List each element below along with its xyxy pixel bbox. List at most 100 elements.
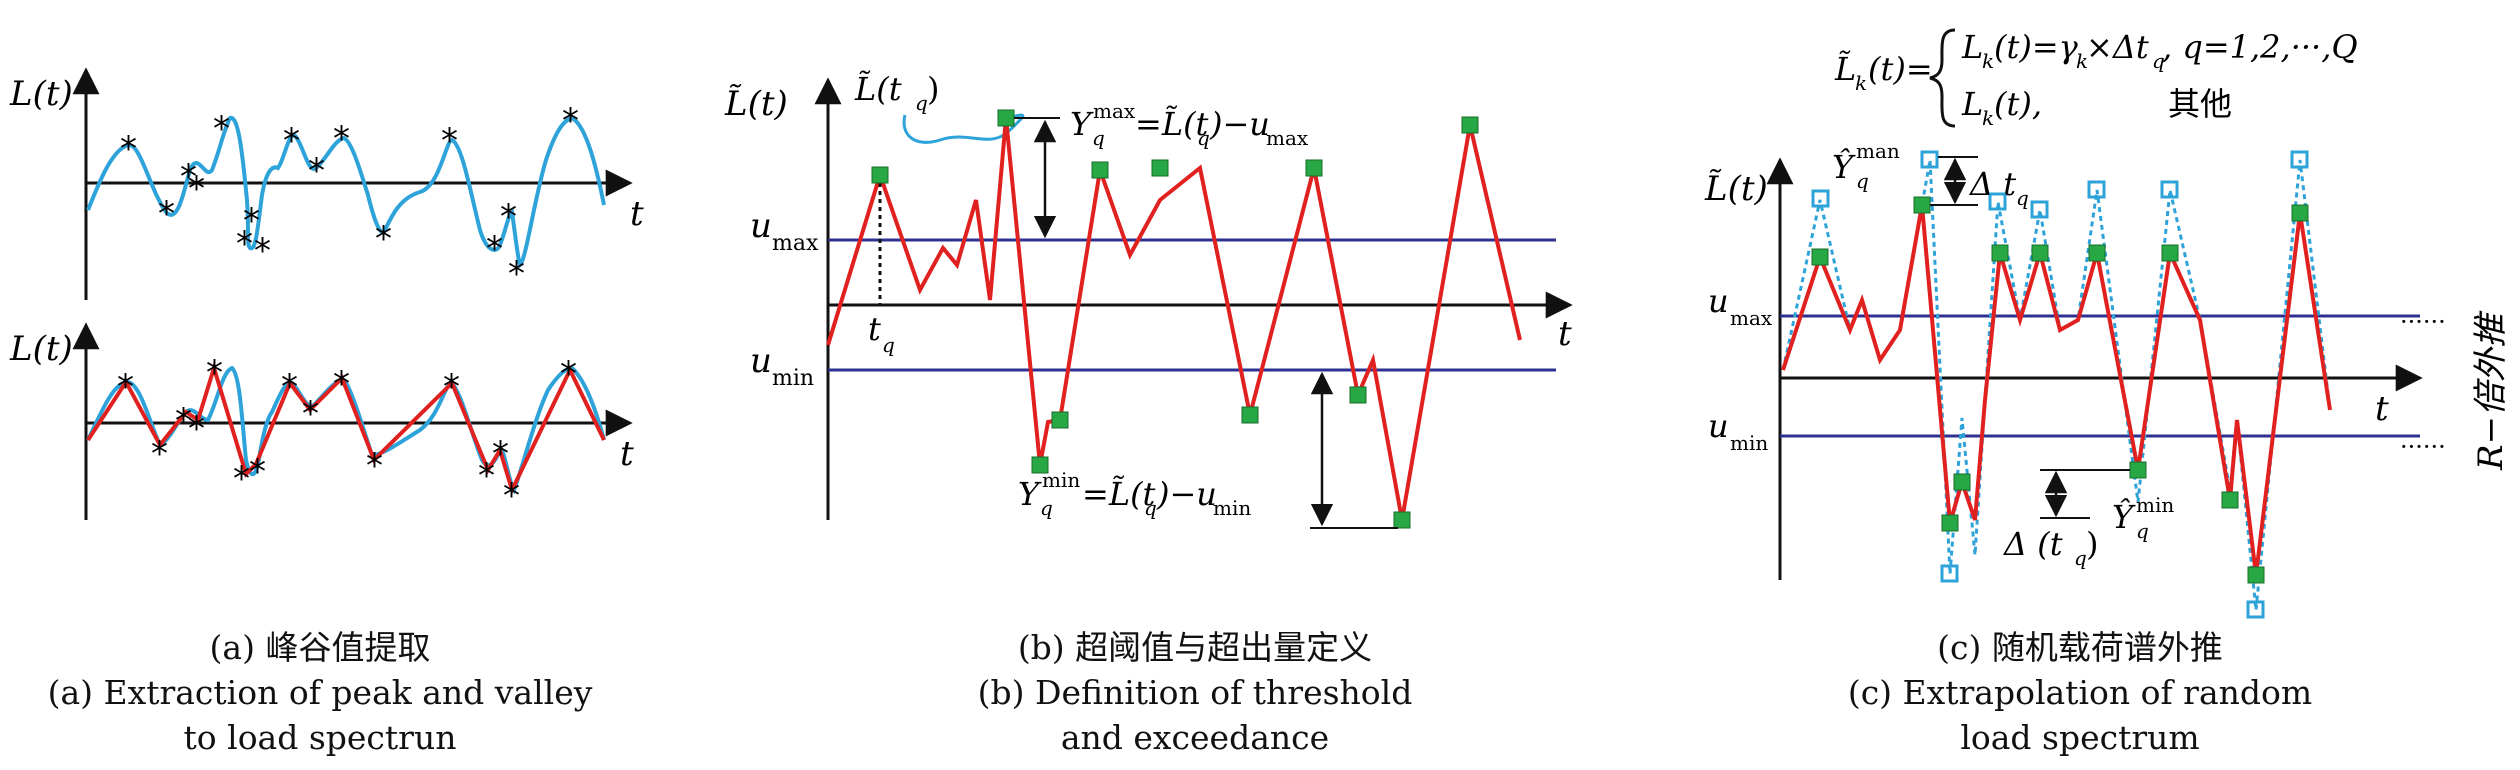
panel-c-yhat-max-sup: man [1856, 139, 1900, 163]
panel-b-ltq-close: ) [927, 70, 939, 108]
star-marker: * [478, 456, 495, 496]
marker-square [2221, 491, 2239, 509]
star-marker: * [283, 121, 300, 161]
panel-b-ymax-y: Y [1070, 105, 1094, 143]
panel-c-red-load-line [1781, 204, 2332, 576]
star-marker: * [308, 151, 325, 191]
star-marker: * [213, 109, 230, 149]
panel-c-eq-other: 其他 [2168, 85, 2232, 123]
panel-c-r-extrapolation: R−倍外推 [2471, 310, 2511, 471]
panel-c-yhat-min-sup: min [2136, 493, 2174, 517]
marker-square [2031, 244, 2049, 262]
panel-b-ymax-q: q [1092, 126, 1105, 150]
marker-open-square [2030, 200, 2049, 219]
marker-square [1349, 386, 1367, 404]
star-marker: * [158, 194, 175, 234]
panel-b-umin-label: u [750, 341, 772, 381]
star-marker: * [492, 434, 509, 474]
panel-c-umin-sub: min [1730, 431, 1768, 455]
marker-square [1051, 411, 1069, 429]
star-marker: * [500, 197, 517, 237]
panel-b-ymax-rhs-sub: max [1266, 126, 1309, 150]
panel-a-caption: (a) 峰谷值提取 (a) Extraction of peak and val… [0, 625, 670, 760]
star-marker: * [188, 169, 205, 209]
panel-c-eq-line2b: (t), [1994, 85, 2042, 123]
panel-c-eq-brace [1929, 28, 1956, 128]
star-marker: * [254, 231, 271, 271]
panel-c-dots-top: ······ [2400, 308, 2446, 336]
panel-c-caption-en-1: (c) Extrapolation of random [1847, 673, 2313, 712]
panel-c-eq-line2: L [1961, 85, 1983, 123]
star-marker: * [302, 394, 319, 434]
marker-square [997, 109, 1015, 127]
panel-c-delta-paren-close: ) [2086, 525, 2098, 563]
marker-square [2088, 244, 2106, 262]
marker-square [1991, 244, 2009, 262]
star-marker: * [233, 459, 250, 499]
panel-b-red-load-line [826, 117, 1522, 521]
star-marker: * [249, 452, 266, 492]
marker-open-square [1920, 150, 1939, 169]
panel-a-caption-en-1: (a) Extraction of peak and valley [47, 673, 593, 712]
panel-b-ymin-rhs2: )−u [1156, 475, 1217, 513]
panel-b-ymin-sup: min [1042, 468, 1080, 492]
star-marker: * [560, 354, 577, 394]
panel-b-ymin-rhs-q: q [1144, 496, 1157, 520]
marker-open-square [2160, 180, 2179, 199]
panel-b-caption-cn: (b) 超阈值与超出量定义 [1017, 628, 1373, 667]
panel-b-ltq-sub: q [915, 91, 928, 115]
panel-b-xlabel: t [1558, 314, 1572, 354]
panel-a-bottom-xlabel: t [620, 434, 634, 474]
panel-c-eq-line1b-k: k [2076, 49, 2088, 73]
marker-square [871, 166, 889, 184]
marker-square [2247, 566, 2265, 584]
panel-a-top-peaks: * * * * * * * * * * * * * * * * * [120, 101, 579, 294]
panel-c-eq-lhs: L̃ [1834, 50, 1856, 88]
panel-b-ymin-rhs: =L̃(t [1082, 475, 1156, 513]
panel-c-umax-label: u [1708, 282, 1729, 320]
panel-b-ymax-rhs2: )−u [1209, 105, 1270, 143]
panel-c-eq-line1c: ×Δt [2086, 28, 2149, 66]
panel-a-bottom-peak-valley-line [86, 361, 606, 496]
panel-c-yhat-max-q: q [1856, 169, 1869, 193]
panel-c-eq-lhs-k: k [1855, 71, 1867, 95]
panel-c-dtq-sub: q [2016, 186, 2029, 210]
star-marker: * [443, 367, 460, 407]
panel-c-delta-paren-q: q [2074, 546, 2087, 570]
marker-square [1461, 116, 1479, 134]
star-marker: * [151, 434, 168, 474]
panel-b-umax-label: u [750, 206, 772, 246]
star-marker: * [206, 353, 223, 393]
marker-square [1151, 159, 1169, 177]
panel-c-dots-bottom: ······ [2400, 433, 2446, 461]
panel-b-ymin-y: Y [1018, 475, 1042, 513]
panel-c-eq-line1: L [1961, 28, 1983, 66]
marker-square [1913, 196, 1931, 214]
panel-c-yhat-min: Ŷ [2112, 498, 2136, 536]
star-marker: * [503, 476, 520, 516]
panel-c-eq-line1d: , q=1,2,···,Q [2162, 28, 2358, 66]
marker-square [1811, 248, 1829, 266]
marker-square [1031, 456, 1049, 474]
panel-c-eq-line2-k: k [1982, 106, 1994, 130]
panel-c-open-markers [1811, 150, 2309, 619]
panel-c-umax-sub: max [1730, 306, 1773, 330]
star-marker: * [486, 229, 503, 269]
star-marker: * [180, 157, 197, 197]
panel-a-bottom-ylabel: L(t) [9, 329, 73, 369]
marker-square [1941, 514, 1959, 532]
star-marker: * [120, 129, 137, 169]
panel-c-eq-lhs-t: (t)= [1868, 50, 1933, 88]
marker-square [1091, 161, 1109, 179]
marker-open-square [1988, 192, 2007, 211]
marker-open-square [1811, 189, 1830, 208]
marker-square [1393, 511, 1411, 529]
panel-c-umin-label: u [1708, 407, 1729, 445]
panel-b-ylabel: L̃(t) [724, 84, 788, 124]
star-marker: * [333, 364, 350, 404]
panel-a-caption-en-2: to load spectrun [183, 718, 457, 757]
panel-c-caption-cn: (c) 随机载荷谱外推 [1937, 628, 2223, 667]
marker-open-square [1940, 564, 1959, 583]
panel-c-caption-en-2: load spectrum [1960, 718, 2200, 757]
panel-c-eq-line1-k: k [1982, 49, 1994, 73]
